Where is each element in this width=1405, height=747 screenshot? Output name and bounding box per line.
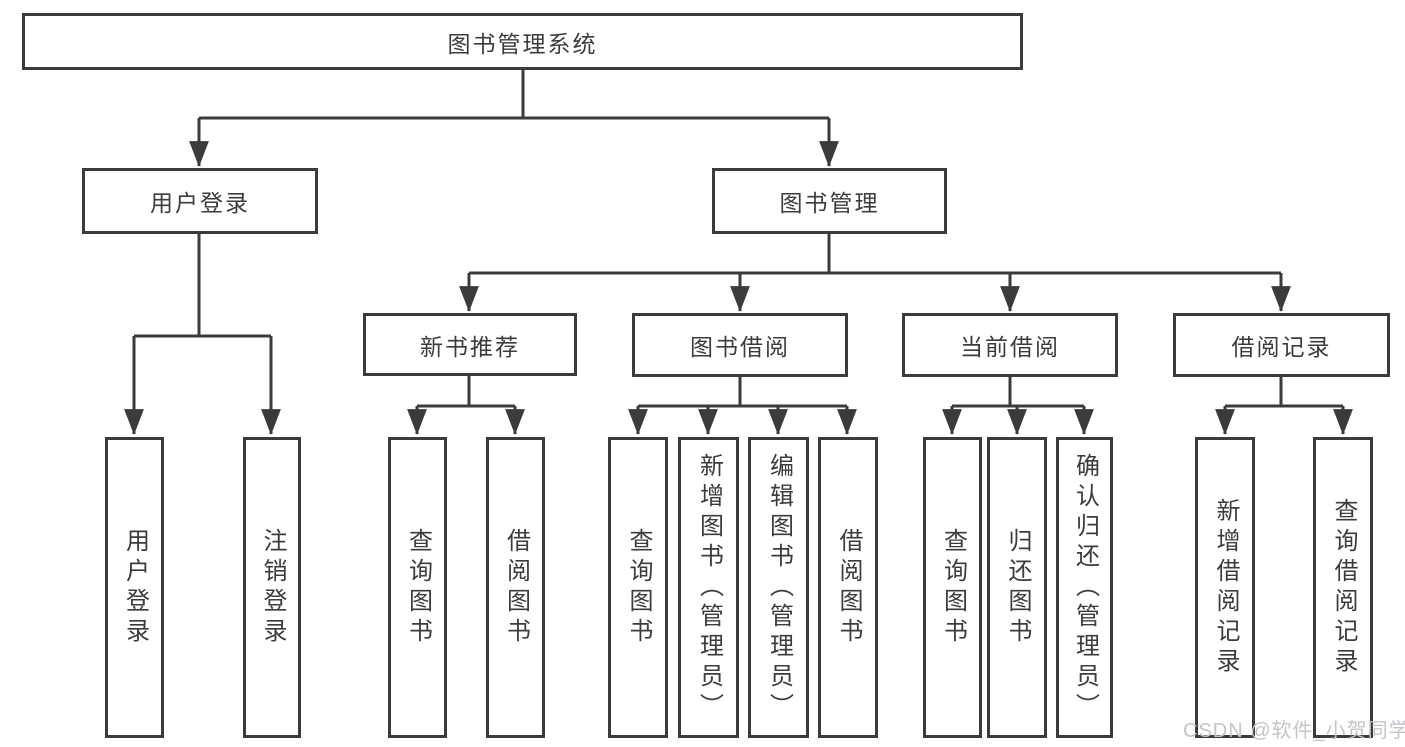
connectors-newbook-children	[407, 376, 525, 435]
node-book-borrow: 图书借阅	[632, 313, 848, 377]
leaf-current-query-books: 查询图书	[923, 437, 982, 738]
leaf-newbook-query-books: 查询图书	[388, 437, 447, 738]
leaf-logout-login: 注销登录	[243, 437, 301, 738]
connectors-book-mgmt-children	[459, 233, 1291, 312]
leaf-user-login: 用户登录	[105, 437, 164, 738]
connectors-current-children	[942, 376, 1094, 435]
csdn-watermark: CSDN @软件_小贺同学	[1183, 720, 1405, 742]
leaf-newbook-borrow-books: 借阅图书	[486, 437, 545, 738]
node-book-management: 图书管理	[712, 168, 947, 234]
connectors-records-children	[1215, 376, 1353, 435]
node-new-book-recommend: 新书推荐	[363, 313, 577, 376]
leaf-borrow-add-books-admin: 新增图书（管理员）	[678, 437, 739, 738]
node-root-system: 图书管理系统	[22, 13, 1023, 70]
leaf-current-return-books: 归还图书	[987, 437, 1047, 738]
leaf-current-confirm-return-admin: 确认归还（管理员）	[1056, 437, 1113, 738]
leaf-borrow-query-books: 查询图书	[608, 437, 668, 738]
leaf-records-add-record: 新增借阅记录	[1195, 437, 1255, 738]
node-current-borrow: 当前借阅	[902, 313, 1118, 377]
connectors-root-to-level2	[189, 70, 839, 167]
leaf-records-query-record: 查询借阅记录	[1313, 437, 1373, 738]
node-borrow-records: 借阅记录	[1173, 313, 1390, 377]
leaf-borrow-edit-books-admin: 编辑图书（管理员）	[748, 437, 809, 738]
connectors-user-login-children	[124, 233, 281, 435]
connectors-borrow-children	[628, 376, 857, 435]
node-user-login: 用户登录	[82, 168, 318, 234]
leaf-borrow-borrow-books: 借阅图书	[818, 437, 878, 738]
